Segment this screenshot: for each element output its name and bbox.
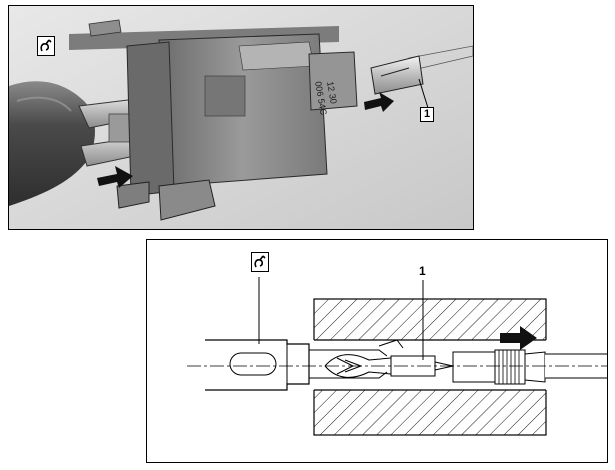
connector-housing <box>69 19 358 221</box>
tool-shaft <box>205 339 388 391</box>
special-tool-icon <box>37 36 55 56</box>
arrow-icon <box>500 326 537 350</box>
part-label-1: 1 <box>419 264 426 278</box>
special-tool-icon <box>251 252 269 272</box>
connector-print-line2: 12 30 <box>325 81 339 105</box>
cross-section-drawing <box>187 277 607 436</box>
drawing-panel: 1 <box>146 239 608 463</box>
arrow-icon <box>364 92 394 112</box>
photo-panel: 006 54C 12 30 1 <box>8 5 474 230</box>
tool-handle <box>9 81 95 206</box>
terminal-pin <box>370 45 473 95</box>
leader-line <box>418 78 429 109</box>
arrow-icon <box>97 166 133 188</box>
connector-photo: 006 54C 12 30 <box>9 6 473 229</box>
terminal-body <box>390 349 607 385</box>
part-label-1: 1 <box>420 107 434 122</box>
